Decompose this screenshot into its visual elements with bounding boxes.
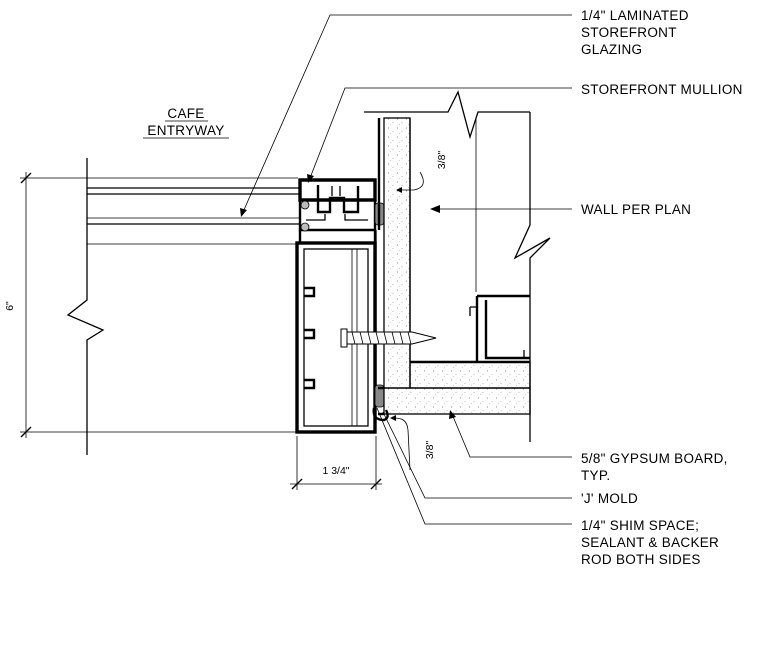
leader-glazing (240, 14, 572, 217)
leader-gypsum (449, 410, 572, 458)
callout-jmold-line1: 'J' MOLD (581, 491, 638, 506)
leader-mullion (307, 87, 572, 183)
room-label: CAFE ENTRYWAY (143, 106, 229, 139)
callout-glazing-line3: GLAZING (581, 42, 642, 57)
callout-mullion: STOREFRONT MULLION (581, 82, 743, 97)
callout-glazing-line2: STOREFRONT (581, 25, 677, 40)
callout-gypsum: 5/8" GYPSUM BOARD, TYP. (581, 451, 728, 483)
dimension-gap-bottom: 3/8" (390, 415, 436, 471)
gypsum-wall-vertical (377, 117, 411, 389)
leader-wall (430, 205, 572, 213)
dimension-width: 1 3/4" (290, 436, 382, 490)
storefront-mullion (295, 178, 377, 434)
callout-gypsum-line2: TYP. (581, 468, 610, 483)
metal-stud (409, 118, 530, 364)
glazing-panel (87, 187, 300, 245)
dimension-height-text: 6" (4, 301, 16, 311)
callout-shim-line3: ROD BOTH SIDES (581, 552, 701, 567)
break-line-right (513, 112, 551, 442)
leader-jmold (382, 411, 572, 499)
dimension-height: 6" (4, 172, 32, 438)
room-label-line1: CAFE (167, 106, 204, 121)
callout-glazing: 1/4" LAMINATED STOREFRONT GLAZING (581, 8, 689, 57)
leader-shim (376, 407, 572, 525)
callout-glazing-line1: 1/4" LAMINATED (581, 8, 689, 23)
callout-wall: WALL PER PLAN (581, 202, 691, 217)
callout-wall-line1: WALL PER PLAN (581, 202, 691, 217)
callout-jmold: 'J' MOLD (581, 491, 638, 506)
callout-shim-line1: 1/4" SHIM SPACE; (581, 518, 699, 533)
room-label-line2: ENTRYWAY (147, 123, 224, 138)
anchor-screw (340, 328, 437, 348)
break-line-top (364, 90, 530, 140)
callout-gypsum-line1: 5/8" GYPSUM BOARD, (581, 451, 728, 466)
callout-shim: 1/4" SHIM SPACE; SEALANT & BACKER ROD BO… (581, 518, 719, 567)
callout-shim-line2: SEALANT & BACKER (581, 535, 719, 550)
callout-mullion-line1: STOREFRONT MULLION (581, 82, 743, 97)
dimension-gap-bottom-text: 3/8" (424, 441, 436, 460)
break-line-left (66, 158, 105, 455)
dimension-gap-top-text: 3/8" (436, 151, 448, 170)
dimension-width-text: 1 3/4" (322, 465, 349, 477)
dimension-gap-top: 3/8" (396, 151, 448, 193)
